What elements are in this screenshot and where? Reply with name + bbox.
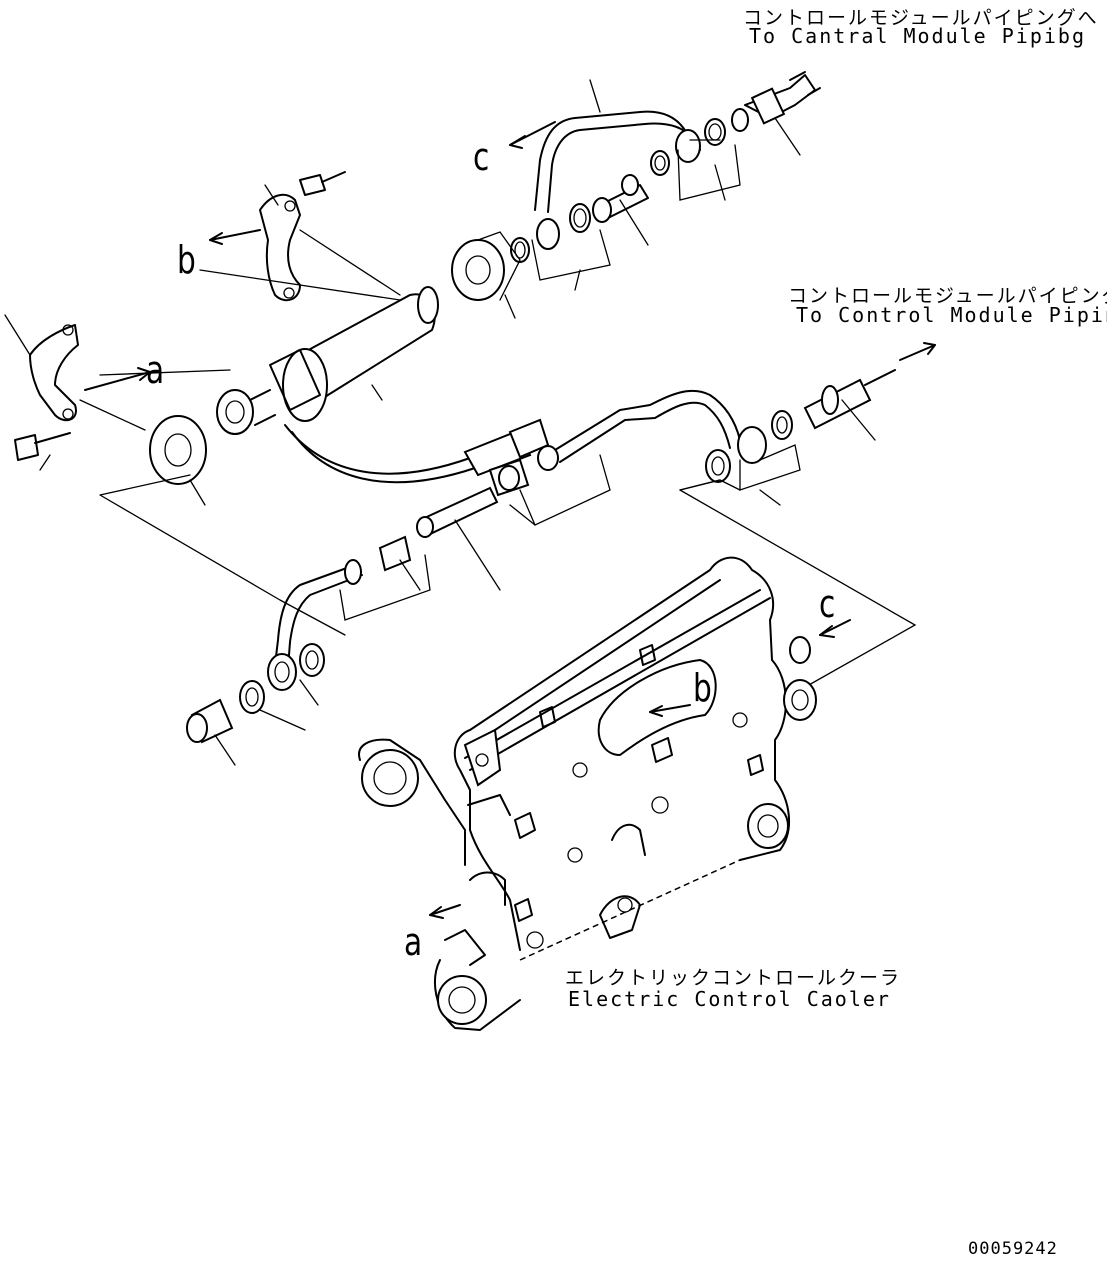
electric-control-cooler (358, 556, 851, 1031)
upper-pipe-assembly (504, 71, 821, 319)
lower-pipe-assembly (99, 474, 431, 766)
clamp-b (209, 171, 401, 302)
to-control-module-label-mid-en: To Control Module Piping (796, 303, 1107, 327)
reference-letter-a-top: a (146, 348, 165, 392)
clamp-a (4, 314, 151, 471)
reference-letter-c-top: c (473, 135, 490, 179)
to-control-module-label-top-en: To Cantral Module Pipibg (749, 24, 1086, 48)
reference-letter-a-cooler: a (404, 920, 423, 964)
electric-control-cooler-label-jp: エレクトリックコントロールクーラ (565, 967, 902, 989)
grommet-lower (149, 415, 207, 506)
middle-pipe-assembly (537, 342, 936, 506)
to-control-module-label-top-jp: コントロールモジュールパイピングへ (743, 7, 1099, 29)
solenoid-filter (216, 286, 550, 484)
grommet-upper (451, 231, 521, 301)
union-fittings (378, 454, 611, 591)
cooler-leader (679, 489, 917, 691)
to-control-module-label-mid-jp: コントロールモジュールパイピングへ (788, 285, 1107, 307)
reference-letter-c-right: c (819, 582, 836, 626)
reference-letter-b-top: b (177, 238, 196, 282)
reference-letter-b-cooler: b (693, 666, 712, 710)
misc-leaders (99, 269, 401, 376)
electric-control-cooler-label-en: Electric Control Caoler (568, 987, 891, 1011)
document-number: 00059242 (968, 1239, 1058, 1259)
